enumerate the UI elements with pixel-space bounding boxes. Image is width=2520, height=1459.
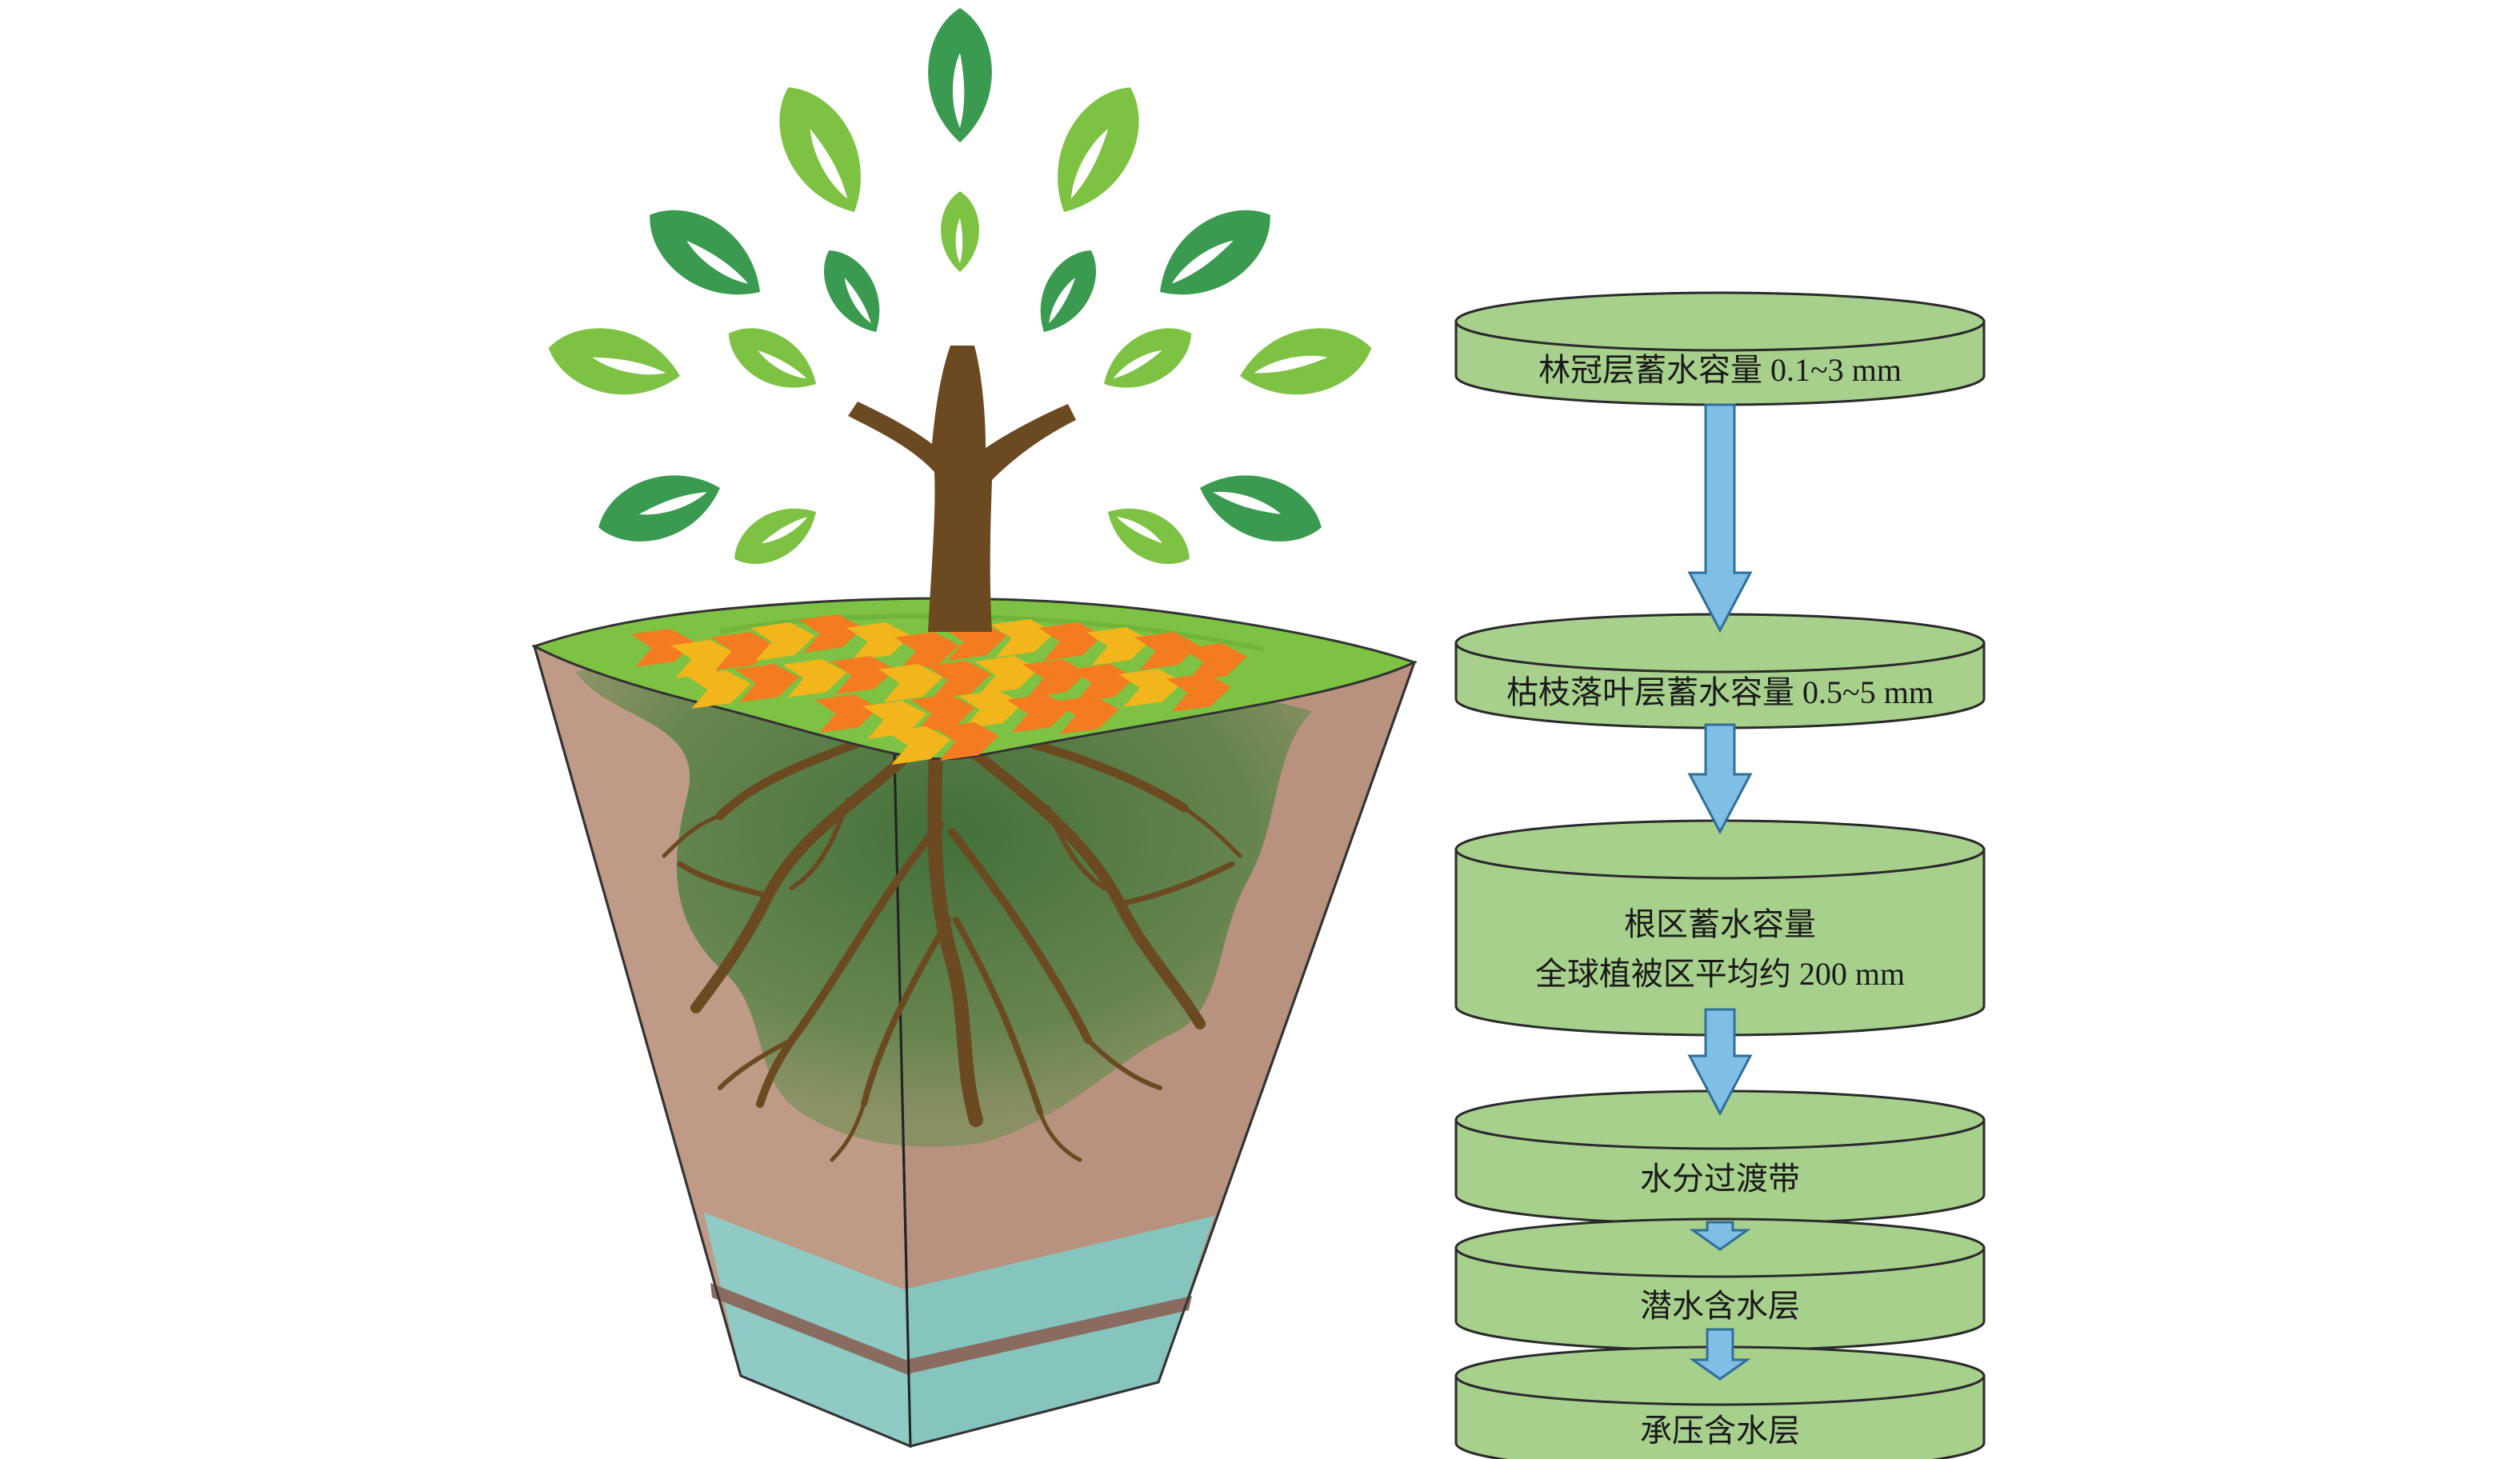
layer-label: 水分过渡带: [1640, 1161, 1800, 1197]
flow-arrow: [1687, 403, 1753, 634]
tree-illustration: [531, 8, 1418, 1449]
storage-layer-litter: 枯枝落叶层蓄水容量 0.5~5 mm: [1454, 613, 1986, 730]
leaf: [758, 71, 884, 228]
leaf: [941, 191, 979, 272]
leaf: [810, 239, 896, 343]
tree-trunk: [848, 346, 1076, 632]
flow-arrow: [1687, 723, 1753, 835]
layer-label: 承压含水层: [1640, 1413, 1800, 1449]
leaf: [1097, 492, 1201, 578]
leaf: [928, 8, 992, 142]
flow-arrow: [1689, 1328, 1751, 1381]
leaf: [1233, 317, 1378, 407]
storage-layer-transition: 水分过渡带: [1454, 1089, 1986, 1225]
leaf: [1092, 313, 1204, 405]
leaf: [1024, 239, 1110, 343]
leaf: [716, 313, 828, 405]
aquitard-right: [906, 1296, 1192, 1374]
leaf: [542, 317, 687, 407]
leaf: [1142, 189, 1289, 318]
flow-arrow: [1689, 1221, 1751, 1251]
layer-label: 潜水含水层: [1640, 1288, 1800, 1324]
aquitard-left: [710, 1283, 906, 1374]
leaf: [723, 492, 827, 578]
layer-label: 林冠层蓄水容量 0.1~3 mm: [1538, 352, 1902, 388]
layer-label: 枯枝落叶层蓄水容量 0.5~5 mm: [1506, 674, 1934, 710]
leaf: [1034, 71, 1160, 228]
leaf: [589, 459, 730, 557]
storage-layer-canopy: 林冠层蓄水容量 0.1~3 mm: [1454, 291, 1986, 406]
storage-flow: 林冠层蓄水容量 0.1~3 mm 枯枝落叶层蓄水容量 0.5~5 mm 根区蓄水容量…: [1454, 291, 1986, 1459]
leaf: [1190, 459, 1331, 557]
layer-label: 全球植被区平均约 200 mm: [1535, 956, 1905, 992]
roots: [662, 713, 1242, 1162]
storage-layer-confined: 承压含水层: [1454, 1345, 1986, 1459]
leaf: [631, 189, 778, 318]
canopy-leaves: [542, 8, 1378, 578]
layer-label: 根区蓄水容量: [1624, 906, 1816, 942]
flow-arrow: [1687, 1008, 1753, 1117]
